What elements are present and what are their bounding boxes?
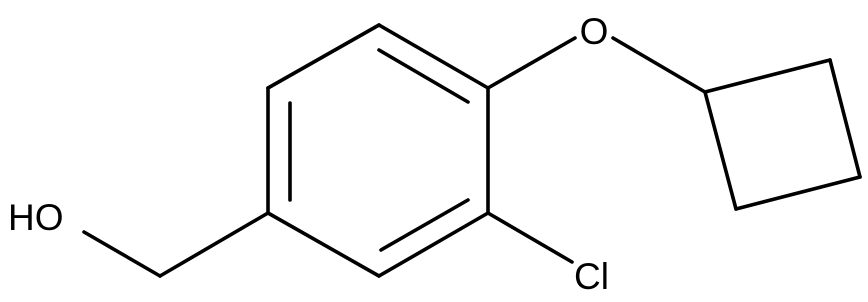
bond-cyclobutyl-top [703, 58, 832, 94]
bond-cyclobutyl-left [703, 90, 738, 211]
bond-ether-o-to-cyclobutyl [611, 36, 707, 94]
bond-cyclobutyl-bottom [734, 175, 862, 211]
bond-ring-inner-bottom-right [379, 198, 470, 252]
bond-ring-bottom-left [266, 211, 381, 278]
atom-label-ether-oxygen: O [580, 11, 609, 52]
bond-ring-inner-top-right [377, 48, 470, 104]
bond-ring-bottom-right [377, 211, 490, 278]
bond-ch2-to-oh [82, 230, 162, 278]
bond-ring-to-cl [486, 211, 574, 264]
bond-ring-to-ch2 [158, 211, 270, 278]
bond-ring-top-left [266, 23, 381, 90]
bond-ring-to-ether-o [486, 36, 577, 90]
bond-ring-top-right [377, 23, 490, 90]
bond-cyclobutyl-right [828, 58, 862, 179]
atom-label-hydroxyl: HO [8, 197, 64, 238]
atom-label-chlorine: Cl [574, 256, 609, 297]
